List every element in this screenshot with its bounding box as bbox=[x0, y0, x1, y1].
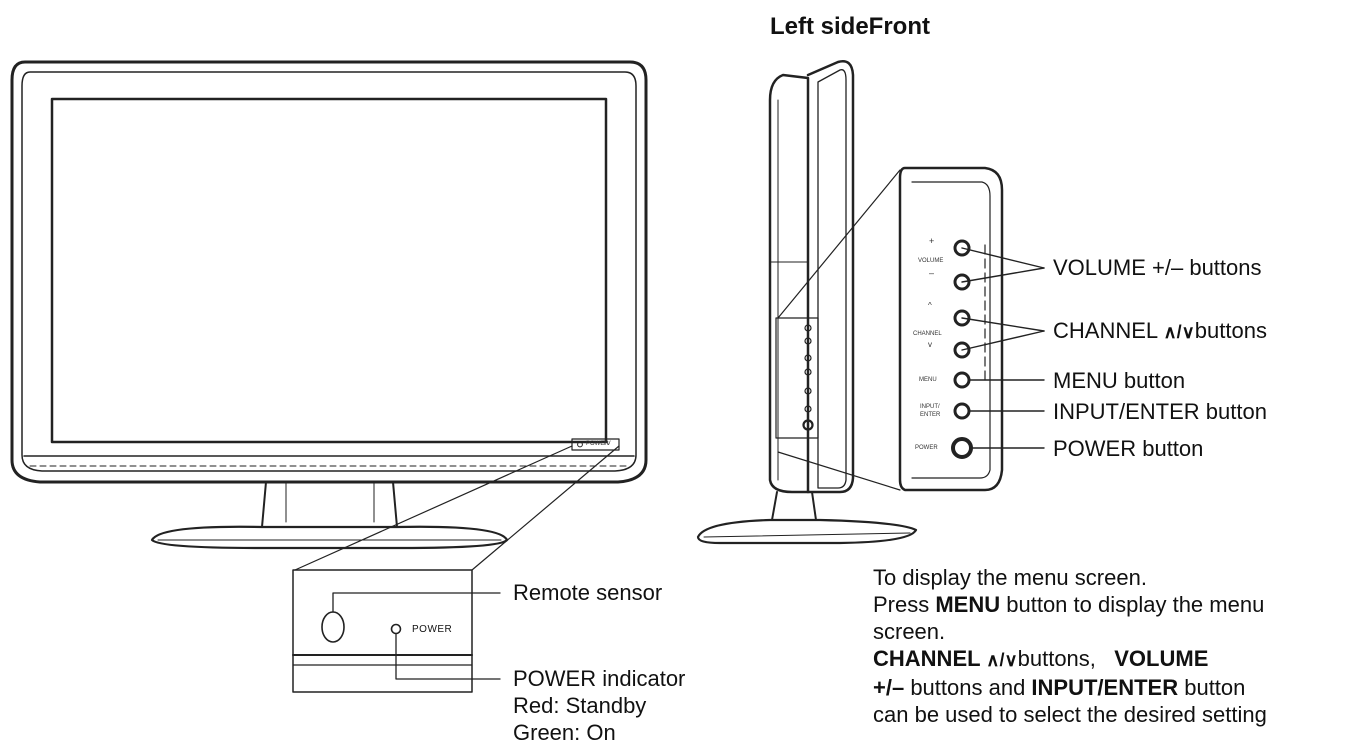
power-indicator-shape bbox=[390, 623, 402, 635]
plus-sign-label: + bbox=[929, 236, 935, 246]
side-frame bbox=[806, 60, 855, 494]
volume-minus-button bbox=[953, 273, 971, 291]
channel-callout: CHANNEL ∧/∨buttons bbox=[1053, 318, 1267, 343]
tv-bezel-inner bbox=[21, 71, 637, 472]
side-panel-detail-outline bbox=[898, 166, 1004, 492]
volume-plus-button bbox=[953, 239, 971, 257]
side-zoom-line-bottom bbox=[777, 451, 901, 491]
instruction-line-2: Press MENU button to display the menu bbox=[873, 592, 1265, 617]
menu-small-label: MENU bbox=[919, 377, 937, 383]
side-stand-neck bbox=[771, 491, 817, 521]
input-small-label: INPUT/ bbox=[920, 404, 940, 410]
tv-mini-power-label: POWER bbox=[586, 441, 609, 447]
channel-small-label: CHANNEL bbox=[913, 331, 942, 337]
instruction-line-4: CHANNEL ∧/∨buttons, VOLUME bbox=[873, 646, 1209, 671]
remote-sensor-leader bbox=[332, 592, 501, 613]
volume-small-label: VOLUME bbox=[918, 258, 944, 264]
remote-sensor-callout: Remote sensor bbox=[513, 580, 663, 605]
tv-stand-neck-inner bbox=[285, 481, 375, 523]
channel-down-button bbox=[953, 341, 971, 359]
green-on-text: Green: On bbox=[513, 720, 616, 745]
instruction-line-6: can be used to select the desired settin… bbox=[873, 702, 1267, 727]
channel-up-button bbox=[953, 309, 971, 327]
tv-front-illustration bbox=[10, 60, 648, 571]
tv-side-illustration bbox=[696, 60, 918, 545]
zoom-line-right bbox=[471, 445, 620, 571]
tv-mini-tv-label: TV bbox=[603, 441, 611, 447]
remote-sensor-shape bbox=[321, 611, 345, 643]
side-mini-buttons bbox=[802, 324, 814, 431]
menu-callout: MENU button bbox=[1053, 368, 1186, 393]
tv-bezel-outer bbox=[10, 60, 648, 484]
side-panel-detail-inner bbox=[911, 181, 991, 479]
power-button bbox=[951, 437, 973, 459]
power-indicator-leader bbox=[395, 633, 501, 680]
side-body bbox=[768, 73, 810, 494]
instruction-line-1: To display the menu screen. bbox=[873, 565, 1147, 590]
channel-symbols: ∧/∨ bbox=[1163, 322, 1195, 342]
power-small-label-side: POWER bbox=[915, 445, 938, 451]
page-title: Left sideFront bbox=[770, 13, 930, 40]
instruction-line-5: +/– buttons and INPUT/ENTER button bbox=[873, 675, 1246, 700]
tv-front-panel-box bbox=[571, 438, 620, 451]
enter-small-label: ENTER bbox=[920, 412, 941, 418]
tv-mini-sensor bbox=[577, 441, 583, 448]
power-indicator-callout: POWER indicator bbox=[513, 666, 686, 691]
side-frame-inner bbox=[817, 69, 847, 489]
instruction-paragraph: To display the menu screen. Press MENU b… bbox=[873, 564, 1351, 728]
menu-button bbox=[953, 371, 971, 389]
zoom-line-left bbox=[294, 445, 573, 571]
power-callout: POWER button bbox=[1053, 436, 1204, 461]
down-sign-label: v bbox=[928, 340, 932, 349]
up-sign-label: ^ bbox=[928, 301, 932, 310]
callout-leaders bbox=[961, 247, 1045, 449]
front-detail-box bbox=[292, 569, 473, 693]
red-standby-text: Red: Standby bbox=[513, 693, 647, 718]
side-stand-base bbox=[696, 518, 918, 545]
minus-sign-label: – bbox=[929, 268, 935, 278]
tv-stand-base bbox=[150, 525, 509, 550]
front-panel-detail bbox=[292, 569, 501, 693]
input-enter-callout: INPUT/ENTER button bbox=[1053, 399, 1267, 424]
volume-callout: VOLUME +/– buttons bbox=[1053, 255, 1262, 280]
instruction-line-3: screen. bbox=[873, 619, 946, 644]
tv-stand-neck bbox=[261, 481, 398, 528]
tv-screen bbox=[50, 97, 608, 444]
side-mini-panel bbox=[775, 317, 819, 439]
side-zoom-line-top bbox=[777, 169, 901, 319]
power-detail-label: POWER bbox=[412, 624, 453, 635]
side-stand-base-line bbox=[703, 532, 911, 538]
input-enter-button bbox=[953, 402, 971, 420]
side-panel-detail bbox=[898, 166, 1045, 492]
